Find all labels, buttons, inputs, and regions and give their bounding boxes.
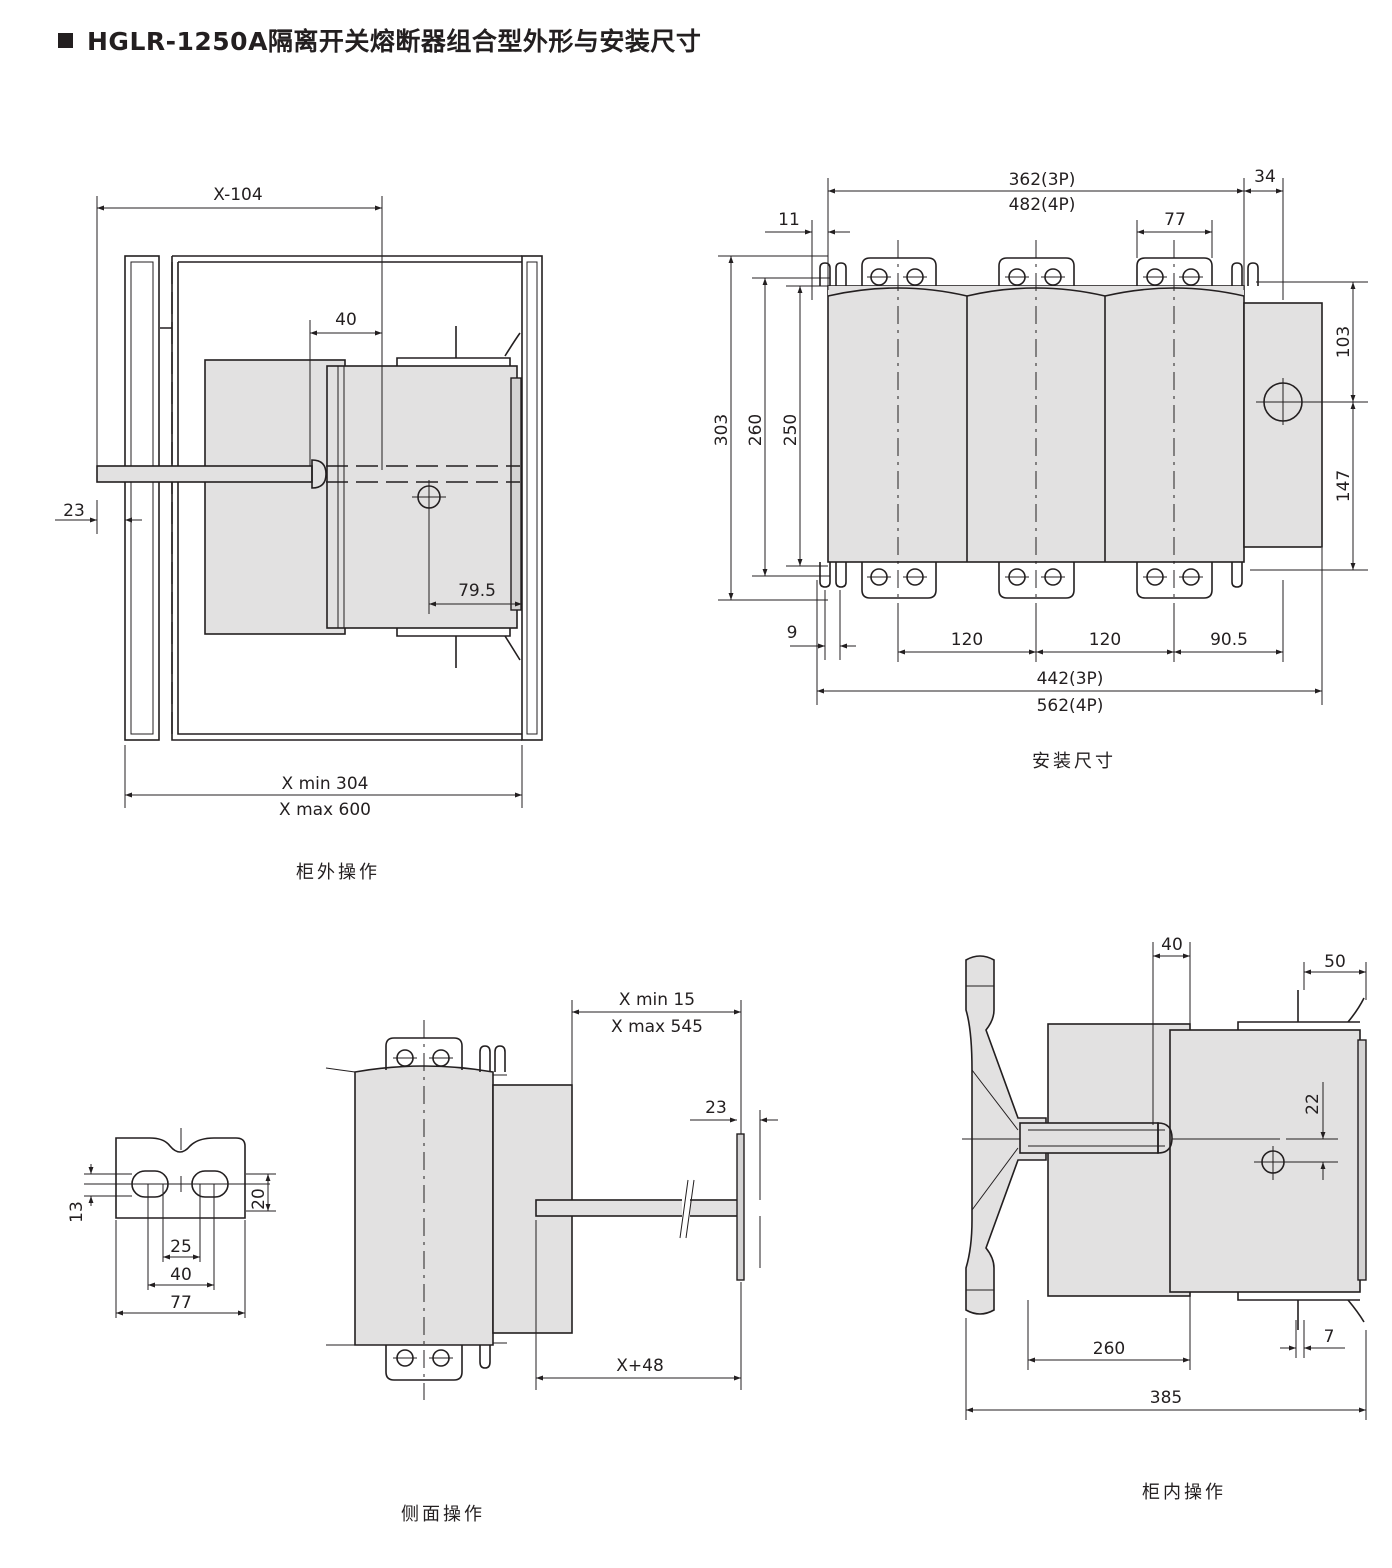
dim-260-inside: 260 (1093, 1339, 1125, 1359)
side-operation-view: 23 X min 15 X max 545 X+48 侧面操作 (325, 990, 778, 1525)
dim-385: 385 (1150, 1388, 1182, 1408)
extension-shaft (535, 1199, 742, 1217)
dim-11: 11 (778, 210, 800, 230)
caption-mounting: 安装尺寸 (1032, 751, 1116, 772)
caption-inside: 柜内操作 (1142, 1482, 1226, 1503)
dim-147: 147 (1334, 470, 1354, 502)
dim-22: 22 (1303, 1093, 1323, 1115)
terminal-detail-view: 13 20 25 40 77 (67, 1128, 276, 1318)
switch-body (204, 359, 346, 635)
dim-7: 7 (1324, 1327, 1335, 1347)
bottom-terminals (861, 562, 1213, 599)
dim-90-5: 90.5 (1210, 630, 1248, 650)
dim-23-side: 23 (705, 1098, 727, 1118)
dim-362-3p: 362(3P) (1009, 170, 1076, 190)
inside-switch-body (1047, 1023, 1191, 1297)
dim-34: 34 (1254, 167, 1276, 187)
mounting-dimension-view: 362(3P) 482(4P) 34 11 77 303 260 250 103… (712, 167, 1368, 772)
dim-260: 260 (746, 414, 766, 446)
dim-103: 103 (1334, 326, 1354, 358)
inside-operation-view: 22 40 50 260 7 385 柜内操作 (962, 935, 1367, 1503)
title-text: HGLR-1250A隔离开关熔断器组合型外形与安装尺寸 (87, 27, 702, 56)
caption-side: 侧面操作 (401, 1504, 485, 1525)
dim-x-max: X max 600 (279, 800, 371, 820)
dim-50: 50 (1324, 952, 1346, 972)
dim-303: 303 (712, 414, 732, 446)
dim-250: 250 (781, 414, 801, 446)
dim-79-5: 79.5 (458, 581, 496, 601)
dim-482-4p: 482(4P) (1009, 195, 1076, 215)
terminal-plate (115, 1137, 246, 1219)
dim-442-3p: 442(3P) (1037, 669, 1104, 689)
dim-23: 23 (63, 501, 85, 521)
side-body (354, 1065, 494, 1346)
dim-13: 13 (67, 1201, 87, 1223)
outside-operation-view: X-104 40 23 79.5 X min 304 X max 600 柜外操… (55, 185, 543, 883)
bullet-square-icon (58, 33, 73, 48)
door-panel (124, 255, 160, 741)
dim-x-104: X-104 (213, 185, 262, 205)
dim-40-inside: 40 (1161, 935, 1183, 955)
dim-562-4p: 562(4P) (1037, 696, 1104, 716)
dim-25: 25 (170, 1237, 192, 1257)
dim-20: 20 (249, 1188, 269, 1210)
dim-x-min-side: X min 15 (619, 990, 695, 1010)
caption-outside: 柜外操作 (296, 862, 380, 883)
cabinet-door (736, 1133, 745, 1281)
dim-9: 9 (787, 623, 798, 643)
dim-120-b: 120 (1089, 630, 1121, 650)
dim-40-terminal: 40 (170, 1265, 192, 1285)
handle-shaft (96, 465, 313, 483)
dim-120-a: 120 (951, 630, 983, 650)
dim-x-plus-48: X+48 (616, 1356, 664, 1376)
top-terminals (861, 257, 1213, 286)
dim-77-terminal: 77 (170, 1293, 192, 1313)
dim-x-min: X min 304 (282, 774, 369, 794)
dim-40: 40 (335, 310, 357, 330)
page-title: HGLR-1250A隔离开关熔断器组合型外形与安装尺寸 (58, 22, 701, 58)
cabinet-wall (521, 255, 543, 741)
dim-77: 77 (1164, 210, 1186, 230)
operating-handle (965, 955, 1047, 1315)
dim-x-max-side: X max 545 (611, 1017, 703, 1037)
